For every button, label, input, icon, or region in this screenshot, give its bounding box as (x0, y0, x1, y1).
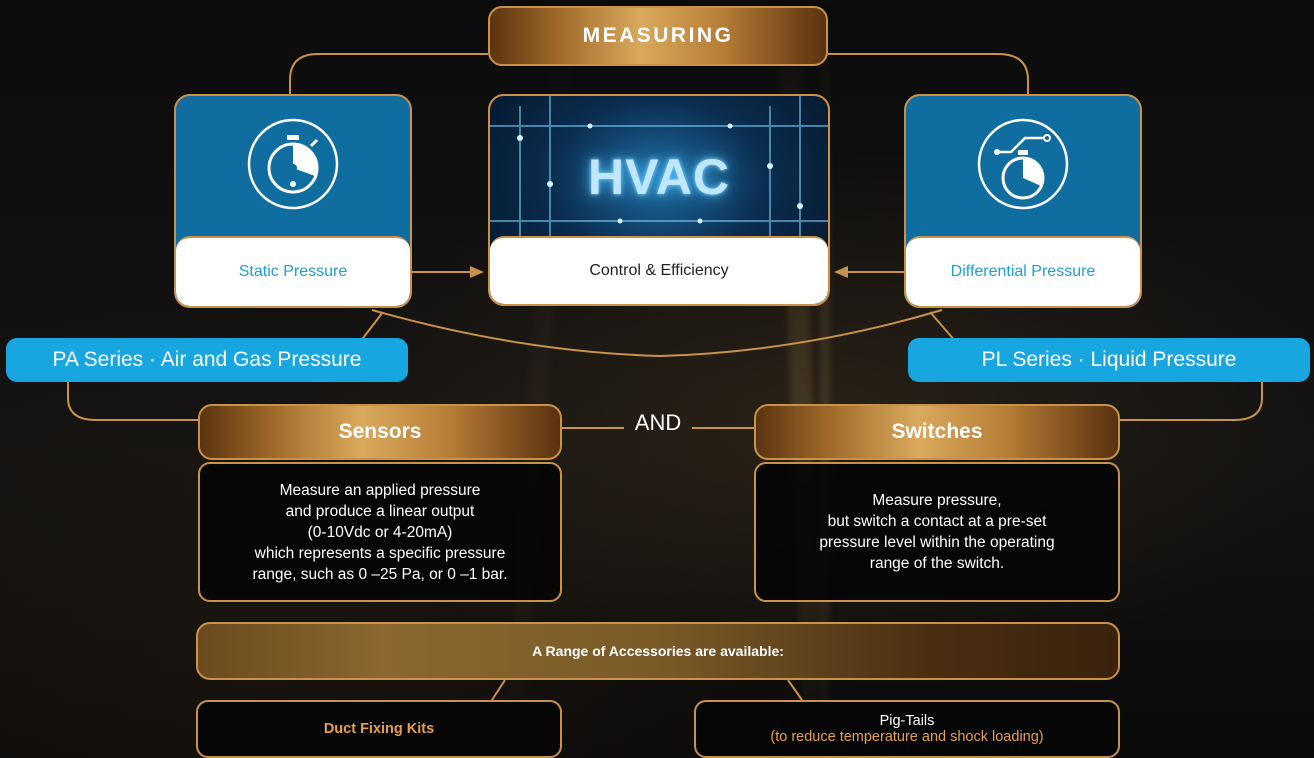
pig-tails-sublabel: (to reduce temperature and shock loading… (770, 729, 1044, 745)
pa-series-text: PA Series · Air and Gas Pressure (52, 348, 362, 371)
card-hvac: HVAC Control & Efficiency (488, 94, 830, 306)
hvac-label-text: Control & Efficiency (589, 262, 729, 279)
switches-text: Measure pressure, but switch a contact a… (819, 492, 1055, 572)
circuit-glow-image (490, 96, 828, 236)
static-pressure-text: Static Pressure (238, 263, 348, 280)
sensors-header: Sensors (198, 404, 562, 460)
accessories-header: A Range of Accessories are available: (196, 622, 1120, 680)
header-title: MEASURING (582, 24, 734, 47)
static-pressure-label: Static Pressure (176, 236, 410, 306)
switches-description: Measure pressure, but switch a contact a… (754, 462, 1120, 602)
sensors-text: Measure an applied pressure and produce … (252, 481, 508, 583)
sensors-title: Sensors (338, 420, 422, 443)
card-static-pressure: Static Pressure (174, 94, 412, 308)
switches-header: Switches (754, 404, 1120, 460)
hvac-label: Control & Efficiency (490, 236, 828, 304)
differential-gauge-icon (977, 118, 1069, 210)
duct-fixing-kits-label: Duct Fixing Kits (323, 721, 435, 737)
sensors-description: Measure an applied pressure and produce … (198, 462, 562, 602)
pig-tails-label: Pig-Tails (879, 713, 935, 729)
accessory-duct-fixing-kits: Duct Fixing Kits (196, 700, 562, 758)
differential-pressure-text: Differential Pressure (950, 263, 1096, 280)
stopwatch-icon (247, 118, 339, 210)
card-differential-pressure: Differential Pressure (904, 94, 1142, 308)
pl-series-pill: PL Series · Liquid Pressure (908, 338, 1310, 382)
differential-pressure-label: Differential Pressure (906, 236, 1140, 306)
pa-series-pill: PA Series · Air and Gas Pressure (6, 338, 408, 382)
accessory-pig-tails: Pig-Tails (to reduce temperature and sho… (694, 700, 1120, 758)
switches-title: Switches (891, 420, 983, 443)
pl-series-text: PL Series · Liquid Pressure (981, 348, 1237, 371)
header-measuring: MEASURING (488, 6, 828, 66)
hvac-title: HVAC (588, 149, 730, 205)
and-connector: AND (634, 410, 682, 435)
accessories-title: A Range of Accessories are available: (532, 643, 784, 659)
